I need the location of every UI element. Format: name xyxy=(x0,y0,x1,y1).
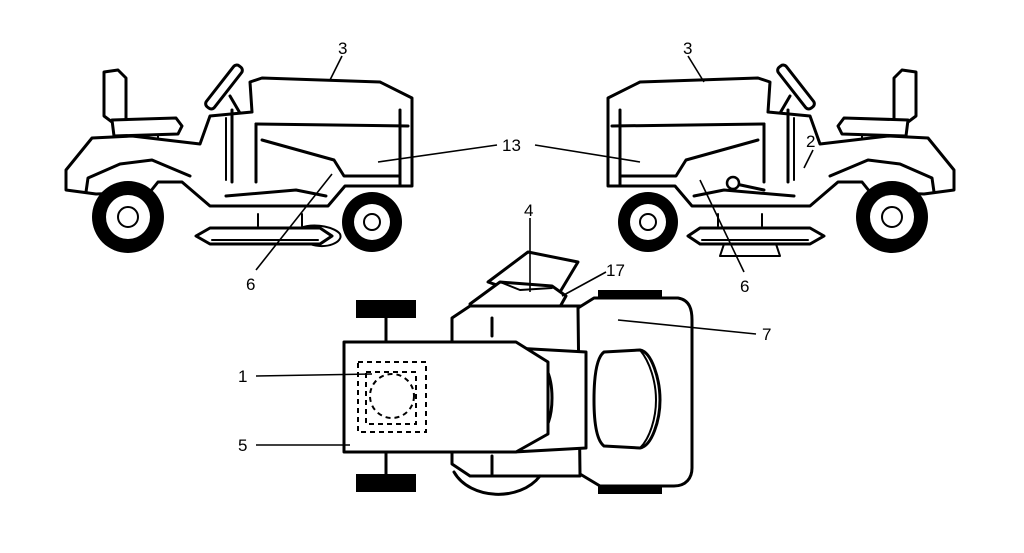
left-steering-wheel xyxy=(204,63,246,122)
right-front-wheel xyxy=(618,192,678,252)
right-side-view-tractor xyxy=(606,63,956,257)
callout-7: 7 xyxy=(762,325,771,344)
callout-4: 4 xyxy=(524,201,533,220)
top-hood xyxy=(342,340,550,454)
callout-3-left: 3 xyxy=(338,39,347,58)
right-rear-wheel xyxy=(856,181,928,253)
left-front-wheel xyxy=(342,192,402,252)
callout-1: 1 xyxy=(238,367,247,386)
right-lever xyxy=(725,175,766,192)
callout-13: 13 xyxy=(502,136,521,155)
callout-3-right: 3 xyxy=(683,39,692,58)
left-rear-wheel xyxy=(92,181,164,253)
callout-2: 2 xyxy=(806,132,815,151)
left-side-view-tractor xyxy=(64,63,414,253)
callout-17: 17 xyxy=(606,261,625,280)
top-front-wheels xyxy=(356,300,416,492)
right-steering-wheel xyxy=(774,63,816,122)
left-seat xyxy=(102,68,184,151)
left-mower-deck xyxy=(194,213,342,248)
callout-6-left: 6 xyxy=(246,275,255,294)
callout-labels: 3 13 6 3 2 6 4 17 7 1 5 xyxy=(238,39,815,455)
right-mower-deck xyxy=(686,213,826,257)
callout-5: 5 xyxy=(238,436,247,455)
top-view-tractor xyxy=(342,250,694,496)
callout-6-right: 6 xyxy=(740,277,749,296)
leader-lines xyxy=(255,55,814,446)
